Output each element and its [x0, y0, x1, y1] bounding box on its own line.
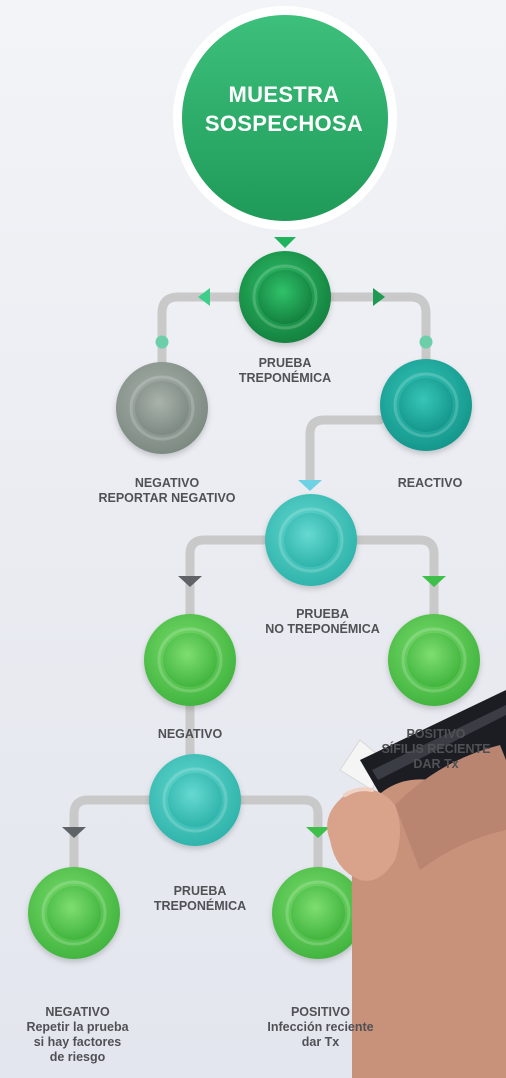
arrow-down-icon — [62, 827, 86, 838]
title-line-2: SOSPECHOSA — [204, 111, 364, 136]
label-positivo-sifilis: POSITIVO SÍFILIS RECIENTE DAR Tx — [381, 727, 491, 771]
label-prueba-treponemica-1: PRUEBA TREPONÉMICA — [238, 356, 332, 385]
label-positivo-infeccion: POSITIVO Infección reciente dar Tx — [267, 1005, 374, 1049]
arrow-down-icon — [422, 576, 446, 587]
node-positivo-sifilis — [388, 614, 480, 706]
arrow-down-icon — [178, 576, 202, 587]
label-prueba-no-treponemica: PRUEBA NO TREPONÉMICA — [265, 607, 380, 636]
arrow-left-icon — [198, 288, 210, 306]
title-circle — [182, 15, 388, 221]
connector-to-positivo-infeccion — [233, 795, 323, 875]
label-negativo-repetir: NEGATIVO Repetir la prueba si hay factor… — [26, 1005, 129, 1064]
connectors — [69, 292, 439, 875]
node-reactivo — [380, 359, 472, 451]
arrow-down-icon — [298, 480, 322, 491]
connector-dot — [155, 335, 169, 349]
hand-with-pen-illustration — [327, 690, 506, 1078]
node-prueba-no-treponemica — [265, 494, 357, 586]
label-reactivo: REACTIVO — [397, 476, 463, 490]
arrow-right-icon — [373, 288, 385, 306]
node-prueba-treponemica-2 — [149, 754, 241, 846]
arrow-down-icon — [306, 827, 330, 838]
connector-to-negativo-repetir — [69, 795, 157, 875]
connector-reactivo-to-prueba-no-trep — [305, 415, 385, 485]
label-negativo-reportar: NEGATIVO REPORTAR NEGATIVO — [98, 476, 236, 505]
connector-to-negativo — [185, 535, 273, 625]
connector-to-negativo-reportar — [157, 292, 245, 390]
connector-to-reactivo — [325, 292, 431, 388]
node-negativo — [144, 614, 236, 706]
label-prueba-treponemica-2: PRUEBA TREPONÉMICA — [153, 884, 247, 913]
page-title: MUESTRA SOSPECHOSA — [178, 80, 390, 138]
node-positivo-infeccion — [272, 867, 364, 959]
connector-dot — [419, 335, 433, 349]
node-negativo-repetir — [28, 867, 120, 959]
arrow-down-icon — [274, 237, 296, 248]
node-negativo-reportar — [116, 362, 208, 454]
connector-to-positivo-sifilis — [349, 535, 439, 625]
label-negativo: NEGATIVO — [157, 727, 223, 741]
title-line-1: MUESTRA — [228, 82, 340, 107]
node-prueba-treponemica-1 — [239, 251, 331, 343]
